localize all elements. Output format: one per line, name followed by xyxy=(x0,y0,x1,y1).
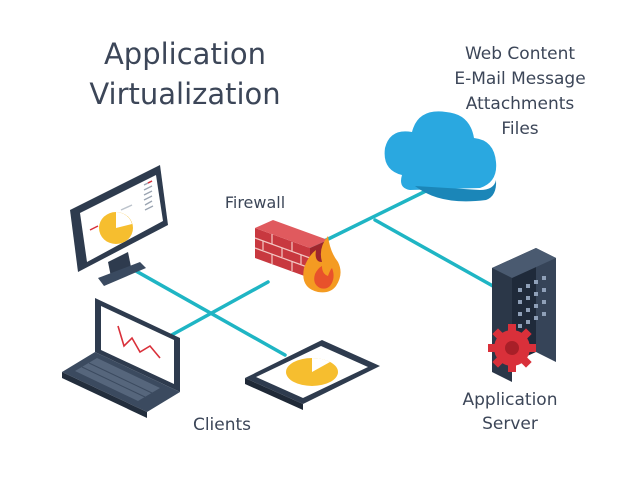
firewall-icon xyxy=(254,220,341,293)
line-laptop-to-firewall xyxy=(166,280,270,339)
diagram-title: Application Virtualization xyxy=(70,34,300,114)
gear-icon xyxy=(488,324,536,372)
connection-lines xyxy=(118,186,502,357)
content-type-item: E-Mail Message xyxy=(454,69,586,89)
content-type-item: Files xyxy=(501,119,539,139)
line-cloud-to-server xyxy=(373,218,502,292)
cloud-icon xyxy=(384,111,497,202)
title-line-1: Application xyxy=(103,37,267,71)
desktop-monitor-icon xyxy=(70,165,168,286)
server-icon xyxy=(488,248,556,382)
clients-label: Clients xyxy=(192,415,252,435)
firewall-label: Firewall xyxy=(224,193,286,212)
tablet-icon xyxy=(245,340,380,410)
title-line-2: Virtualization xyxy=(89,77,281,111)
laptop-icon xyxy=(62,298,180,418)
content-type-item: Web Content xyxy=(464,44,576,64)
application-server-label: Application Server xyxy=(450,388,570,436)
server-label-line-2: Server xyxy=(482,414,538,434)
content-type-item: Attachments xyxy=(465,94,575,114)
line-firewall-to-cloud xyxy=(308,186,434,250)
line-monitor-to-tablet xyxy=(118,260,287,357)
server-label-line-1: Application xyxy=(462,390,558,410)
content-types-list: Web Content E-Mail Message Attachments F… xyxy=(430,42,610,142)
